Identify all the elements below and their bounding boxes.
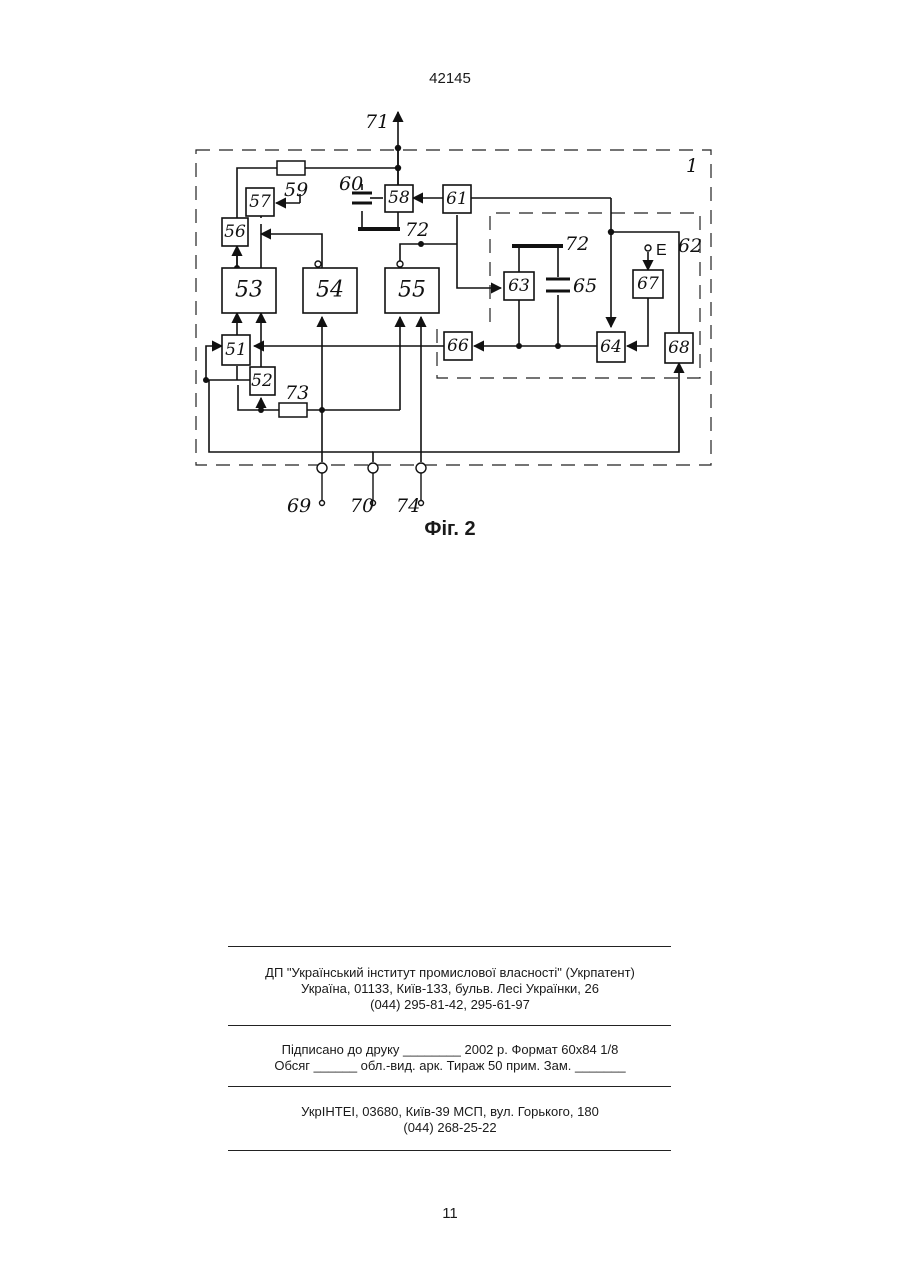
divider-3: [228, 1086, 671, 1087]
block-53-label: 53: [235, 278, 263, 303]
block-55-label: 55: [398, 278, 426, 303]
input-terminals: [315, 245, 651, 506]
block-68-label: 68: [668, 338, 690, 358]
label-70: 70: [350, 495, 374, 517]
block-57-label: 57: [249, 192, 271, 212]
divider-4: [228, 1150, 671, 1151]
label-72-inner: 72: [565, 233, 589, 255]
block-66-label: 66: [447, 336, 469, 356]
printer-line-2: (044) 268-25-22: [0, 1120, 900, 1136]
block-54-label: 54: [316, 278, 344, 303]
block-64-label: 64: [600, 337, 622, 357]
label-73: 73: [285, 382, 309, 404]
publisher-line-3: (044) 295-81-42, 295-61-97: [0, 997, 900, 1013]
label-74: 74: [396, 495, 420, 517]
label-62: 62: [678, 235, 702, 257]
block-67-label: 67: [637, 274, 659, 294]
printer-line-1: УкрІНТЕІ, 03680, Київ-39 МСП, вул. Горьк…: [0, 1104, 900, 1120]
block-63-label: 63: [508, 276, 530, 296]
label-E: E: [656, 242, 667, 259]
label-65: 65: [573, 275, 597, 297]
page-number: 11: [0, 1205, 900, 1222]
block-56-label: 56: [224, 222, 246, 242]
block-58-label: 58: [388, 188, 410, 208]
resistor-73: [279, 403, 307, 417]
label-69: 69: [287, 495, 311, 517]
circuit-diagram: 51 52 53 54 55 56 57 58 61 63 64 66 67 6…: [0, 0, 900, 560]
divider-1: [228, 946, 671, 947]
block-52-label: 52: [251, 371, 273, 391]
label-1: 1: [686, 155, 698, 177]
capacitor-65: [546, 279, 570, 291]
label-59: 59: [284, 179, 308, 201]
label-72-upper: 72: [405, 219, 429, 241]
block-61-label: 61: [446, 189, 468, 209]
print-line-1: Підписано до друку ________ 2002 р. Форм…: [0, 1042, 900, 1058]
print-line-2: Обсяг ______ обл.-вид. арк. Тираж 50 при…: [0, 1058, 900, 1074]
block-51-label: 51: [225, 340, 247, 360]
publisher-line-1: ДП "Український інститут промислової вла…: [0, 965, 900, 981]
divider-2: [228, 1025, 671, 1026]
resistor-59: [277, 161, 305, 175]
figure-caption: Фіг. 2: [0, 518, 900, 541]
label-60: 60: [339, 173, 363, 195]
publisher-line-2: Україна, 01133, Київ-133, бульв. Лесі Ук…: [0, 981, 900, 997]
label-71: 71: [365, 111, 389, 133]
